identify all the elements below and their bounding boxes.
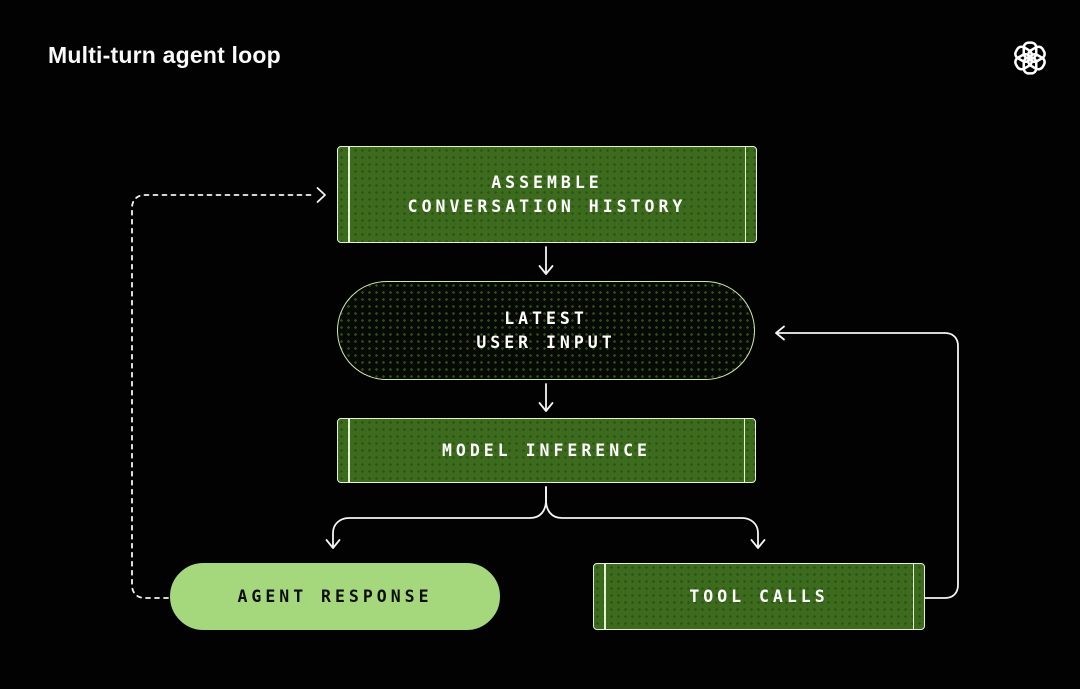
node-model-inference: MODEL INFERENCE <box>337 418 756 483</box>
node-tool-calls: TOOL CALLS <box>593 563 925 630</box>
node-latest-user-input: LATEST USER INPUT <box>337 281 755 380</box>
edge-model-to-tool <box>545 486 759 547</box>
edge-model-to-agent <box>332 486 547 547</box>
arrowhead-down-icon <box>538 402 554 412</box>
edge-tool-to-latest <box>776 332 959 599</box>
arrowhead-right-icon <box>316 187 326 203</box>
node-label-line: USER INPUT <box>476 332 616 352</box>
arrowhead-down-icon <box>325 539 341 549</box>
arrowhead-left-icon <box>775 325 785 341</box>
openai-logo-icon <box>1010 38 1050 78</box>
arrowhead-down-icon <box>538 265 554 275</box>
node-label-line: LATEST <box>504 308 588 328</box>
node-label-line: CONVERSATION HISTORY <box>407 196 687 216</box>
node-agent-response: AGENT RESPONSE <box>170 563 500 630</box>
node-label-line: ASSEMBLE <box>491 172 603 192</box>
node-label-line: AGENT RESPONSE <box>237 586 433 606</box>
arrowhead-down-icon <box>750 539 766 549</box>
edge-agent-to-assemble <box>131 194 315 599</box>
node-assemble-conversation-history: ASSEMBLE CONVERSATION HISTORY <box>337 146 757 243</box>
page-title: Multi-turn agent loop <box>48 42 281 68</box>
node-label-line: TOOL CALLS <box>689 586 829 606</box>
node-label-line: MODEL INFERENCE <box>441 440 651 460</box>
